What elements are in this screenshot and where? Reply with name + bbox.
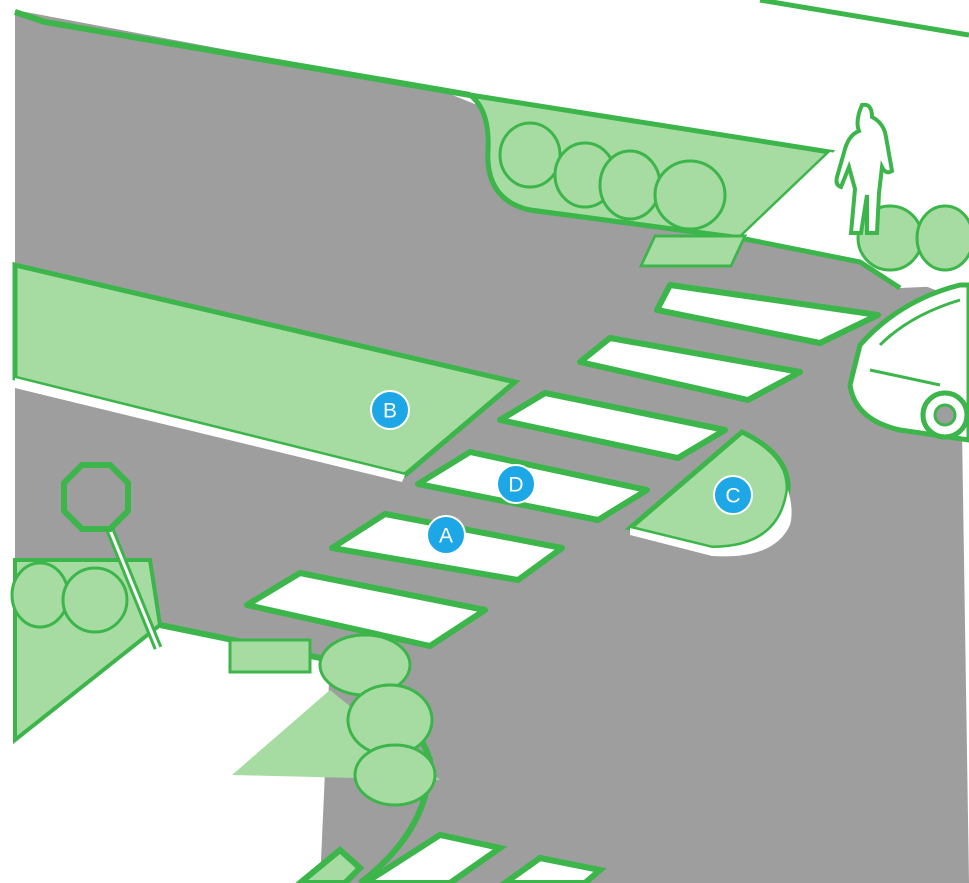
marker-c[interactable]: C xyxy=(714,476,752,514)
marker-a[interactable]: A xyxy=(427,516,465,554)
marker-b-label: B xyxy=(383,400,397,423)
stop-sign-icon xyxy=(64,465,128,529)
tactile-paving-bottom xyxy=(230,640,310,672)
marker-c-label: C xyxy=(725,485,740,508)
tactile-paving-top xyxy=(641,236,745,266)
marker-d[interactable]: D xyxy=(497,465,535,503)
marker-a-label: A xyxy=(439,525,453,548)
marker-d-label: D xyxy=(508,474,523,497)
marker-b[interactable]: B xyxy=(371,391,409,429)
